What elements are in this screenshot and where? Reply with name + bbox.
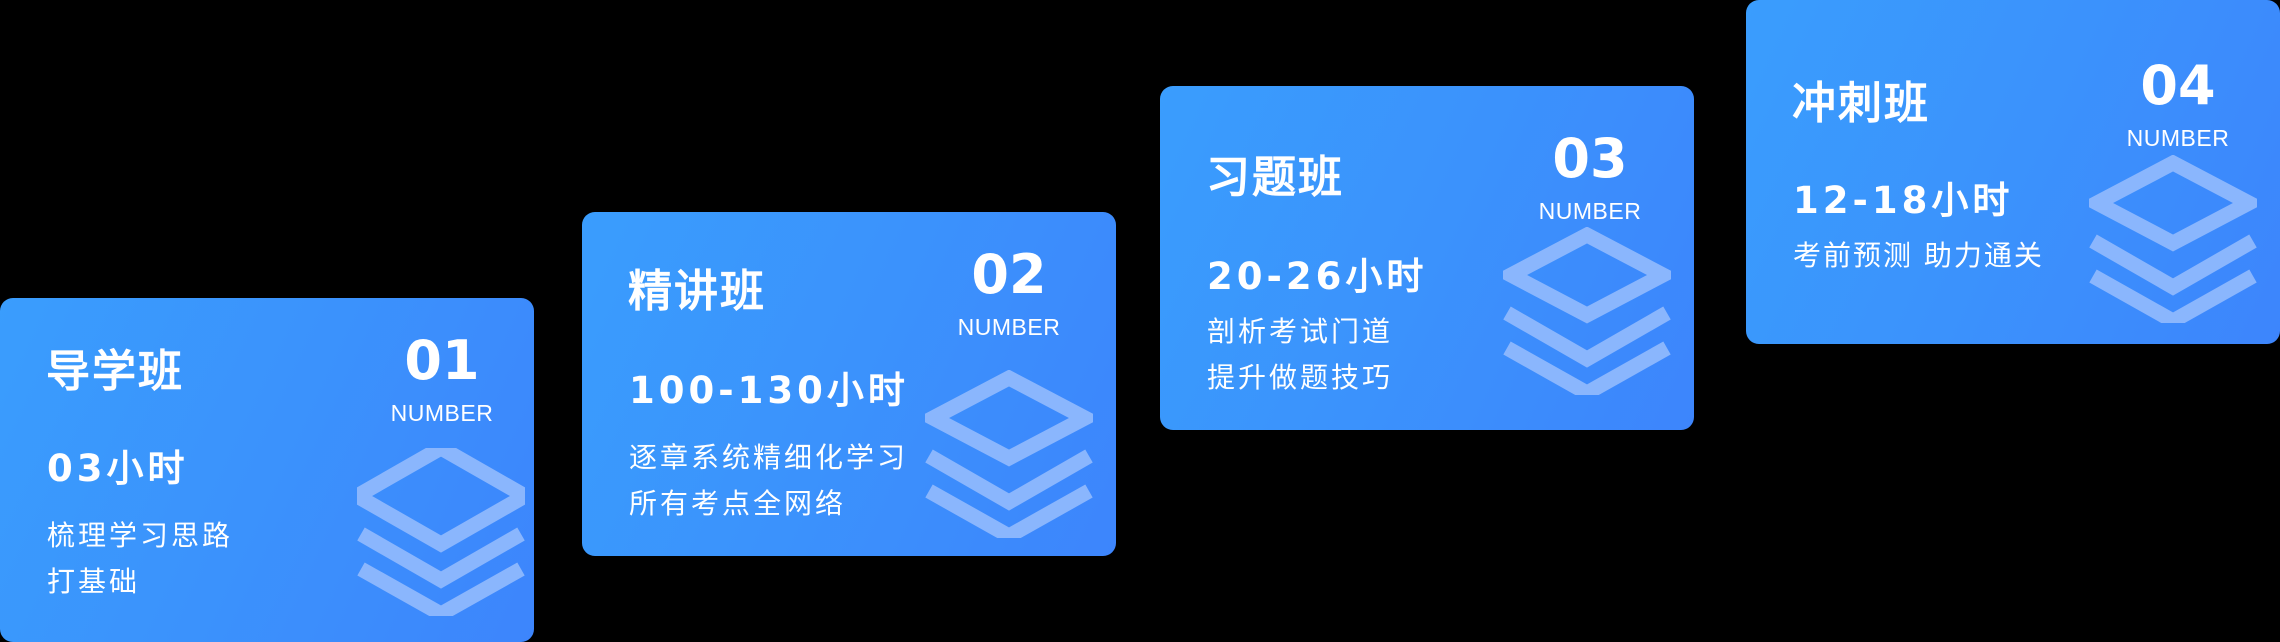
card-description-line: 打基础 bbox=[47, 565, 141, 598]
card-description-line: 提升做题技巧 bbox=[1207, 361, 1394, 394]
card-description-line: 逐章系统精细化学习 bbox=[629, 441, 909, 474]
card-number: 03 bbox=[1552, 127, 1628, 190]
card-number-block: 03 NUMBER bbox=[1510, 132, 1670, 223]
card-hours: 12-18小时 bbox=[1793, 179, 2014, 222]
course-card-exercise[interactable]: 习题班 03 NUMBER 20-26小时 剖析考试门道 提升做题技巧 bbox=[1160, 86, 1694, 430]
layers-icon bbox=[2089, 155, 2257, 323]
card-title: 导学班 bbox=[46, 346, 184, 397]
course-card-guide[interactable]: 导学班 01 NUMBER 03小时 梳理学习思路 打基础 bbox=[0, 298, 534, 642]
layers-icon bbox=[1503, 227, 1671, 395]
card-title: 习题班 bbox=[1206, 152, 1344, 203]
card-description-line: 考前预测 助力通关 bbox=[1793, 239, 2044, 272]
card-number: 04 bbox=[2140, 54, 2216, 117]
card-description-line: 所有考点全网络 bbox=[629, 487, 847, 520]
card-hours: 20-26小时 bbox=[1207, 255, 1428, 298]
card-title: 精讲班 bbox=[628, 266, 766, 317]
card-number: 02 bbox=[971, 243, 1047, 306]
course-card-sprint[interactable]: 冲刺班 04 NUMBER 12-18小时 考前预测 助力通关 bbox=[1746, 0, 2280, 344]
layers-icon bbox=[357, 448, 525, 616]
card-number-label: NUMBER bbox=[2126, 125, 2230, 151]
layers-icon bbox=[925, 370, 1093, 538]
card-number-block: 02 NUMBER bbox=[929, 248, 1089, 339]
card-title: 冲刺班 bbox=[1792, 78, 1930, 129]
card-number-block: 04 NUMBER bbox=[2098, 59, 2258, 150]
card-description-line: 剖析考试门道 bbox=[1207, 315, 1394, 348]
card-number-label: NUMBER bbox=[1538, 198, 1642, 224]
card-number-label: NUMBER bbox=[957, 314, 1061, 340]
card-description: 考前预测 助力通关 bbox=[1793, 233, 2044, 279]
card-number-block: 01 NUMBER bbox=[362, 334, 522, 425]
card-hours: 03小时 bbox=[47, 447, 189, 490]
card-number: 01 bbox=[404, 329, 480, 392]
card-number-label: NUMBER bbox=[390, 400, 494, 426]
card-description: 逐章系统精细化学习 所有考点全网络 bbox=[629, 435, 908, 527]
card-description: 梳理学习思路 打基础 bbox=[47, 513, 233, 605]
card-description-line: 梳理学习思路 bbox=[47, 519, 234, 552]
card-hours: 100-130小时 bbox=[629, 369, 909, 412]
card-description: 剖析考试门道 提升做题技巧 bbox=[1207, 309, 1393, 401]
course-card-intensive[interactable]: 精讲班 02 NUMBER 100-130小时 逐章系统精细化学习 所有考点全网… bbox=[582, 212, 1116, 556]
